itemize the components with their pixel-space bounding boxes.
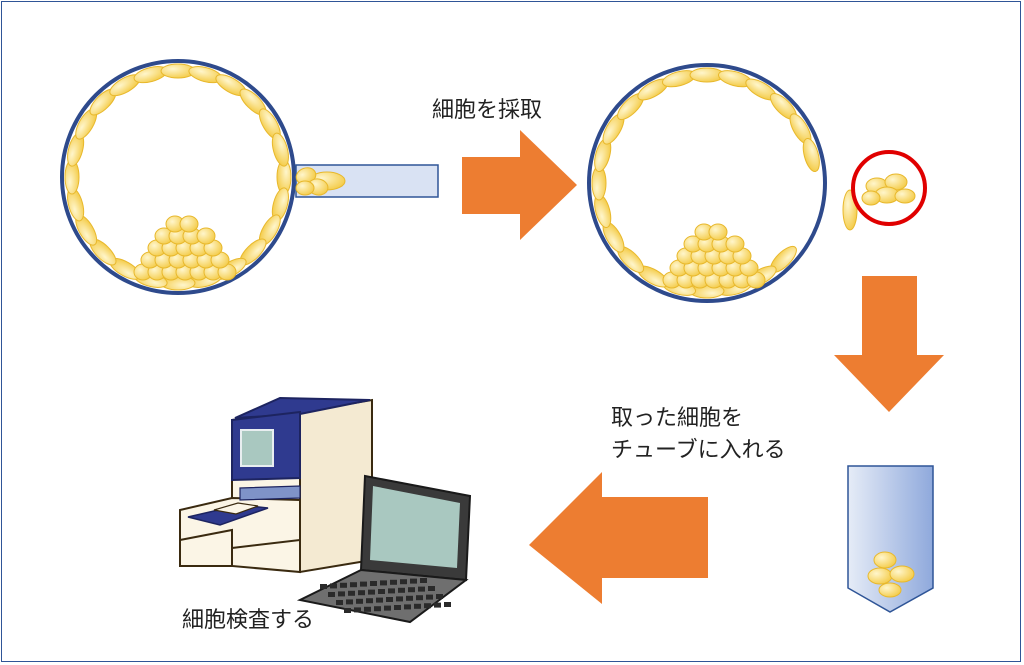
cell-shape — [894, 188, 916, 204]
step2-label-line1: 取った細胞を — [611, 406, 744, 431]
arrow-right-icon — [462, 130, 577, 240]
cell-shape — [708, 223, 728, 241]
key-shape — [380, 580, 387, 586]
key-shape — [408, 587, 415, 593]
key-shape — [358, 590, 365, 596]
laptop-icon — [296, 474, 472, 624]
cell-shape — [179, 215, 199, 233]
key-shape — [390, 579, 397, 585]
key-shape — [368, 589, 375, 595]
key-shape — [394, 605, 401, 610]
key-shape — [360, 581, 367, 587]
key-shape — [348, 590, 355, 596]
arrow-down-icon — [834, 276, 944, 412]
key-shape — [426, 594, 433, 600]
cell-shape — [725, 235, 745, 253]
sequencer-machine-icon — [179, 396, 373, 574]
cell-shape — [802, 137, 820, 173]
biopsy-cells-icon — [842, 150, 927, 231]
step3-label: 細胞検査する — [182, 608, 315, 633]
test-tube-icon — [847, 465, 934, 613]
key-shape — [436, 594, 443, 599]
cell-shape — [889, 565, 915, 583]
key-shape — [444, 602, 451, 607]
key-shape — [416, 595, 423, 601]
key-shape — [404, 604, 411, 610]
pipette-icon — [295, 164, 439, 198]
cell-shape — [867, 567, 893, 585]
key-shape — [370, 581, 377, 586]
key-shape — [406, 595, 413, 601]
key-shape — [410, 578, 417, 584]
key-shape — [350, 582, 357, 588]
key-shape — [338, 591, 345, 597]
key-shape — [398, 587, 405, 593]
key-shape — [364, 606, 371, 612]
blastocyst-biopsied-icon — [587, 63, 827, 303]
key-shape — [340, 582, 347, 588]
key-shape — [386, 597, 393, 602]
key-shape — [366, 598, 373, 604]
cell-shape — [861, 190, 881, 206]
step2-label-line2: チューブに入れる — [611, 438, 786, 463]
key-shape — [356, 598, 363, 604]
cell-shape — [878, 582, 902, 598]
key-shape — [336, 600, 343, 605]
key-shape — [344, 608, 351, 613]
key-shape — [328, 592, 335, 597]
key-shape — [400, 579, 407, 585]
key-shape — [424, 603, 431, 609]
key-shape — [376, 597, 383, 603]
key-shape — [396, 596, 403, 602]
key-shape — [378, 589, 385, 594]
key-shape — [434, 602, 441, 608]
cell-shape — [271, 132, 289, 167]
key-shape — [428, 586, 435, 591]
key-shape — [418, 586, 425, 592]
key-shape — [320, 584, 327, 589]
step1-label: 細胞を採取 — [432, 98, 543, 123]
key-shape — [414, 603, 421, 609]
key-shape — [420, 578, 427, 583]
cell-shape — [196, 227, 216, 245]
key-shape — [384, 605, 391, 611]
key-shape — [330, 583, 337, 589]
key-shape — [388, 588, 395, 594]
cell-shape — [873, 551, 897, 569]
key-shape — [346, 599, 353, 605]
key-shape — [374, 606, 381, 612]
blastocyst-icon — [60, 59, 296, 295]
cell-shape — [295, 180, 315, 196]
key-shape — [354, 607, 361, 613]
arrow-left-icon — [529, 472, 708, 604]
